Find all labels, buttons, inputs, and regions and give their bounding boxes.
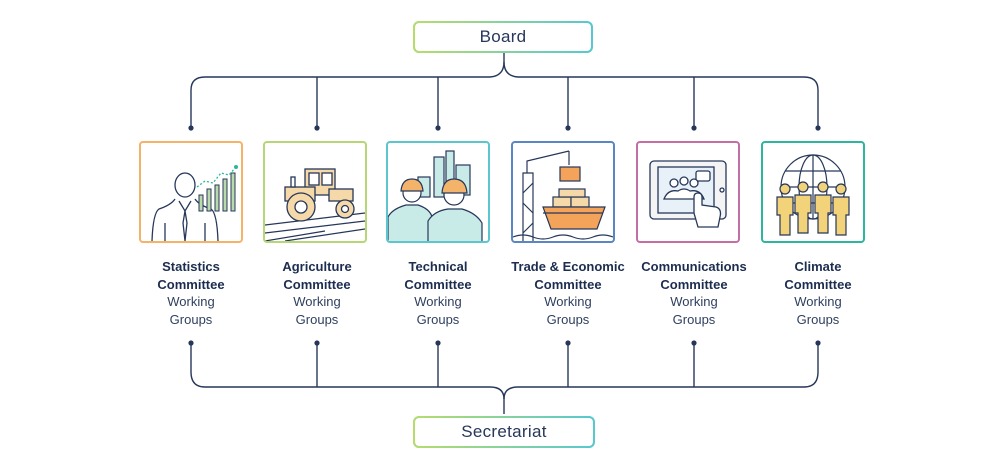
trade-economic-committee-label: Trade & Economic Committee Working Group… [498, 258, 638, 328]
working-groups-line1: Working [498, 293, 638, 311]
statistics-icon [141, 143, 241, 241]
climate-card [761, 141, 865, 243]
working-groups-line2: Groups [753, 311, 883, 329]
committee-name-line2: Committee [252, 276, 382, 294]
working-groups-line1: Working [624, 293, 764, 311]
agriculture-card [263, 141, 367, 243]
tablet-meeting-icon [638, 143, 738, 241]
statistics-committee-label: Statistics Committee Working Groups [126, 258, 256, 328]
globe-people-icon [763, 143, 863, 241]
board-label: Board [480, 27, 527, 47]
climate-committee-label: Climate Committee Working Groups [753, 258, 883, 328]
committee-name-line2: Committee [624, 276, 764, 294]
statistics-card [139, 141, 243, 243]
cargo-ship-icon [513, 143, 613, 241]
working-groups-line1: Working [753, 293, 883, 311]
committee-name-line1: Communications [624, 258, 764, 276]
secretariat-label: Secretariat [461, 422, 547, 442]
working-groups-line2: Groups [498, 311, 638, 329]
committee-name-line1: Climate [753, 258, 883, 276]
working-groups-line1: Working [126, 293, 256, 311]
committee-name-line1: Trade & Economic [498, 258, 638, 276]
committee-name-line1: Agriculture [252, 258, 382, 276]
working-groups-line2: Groups [373, 311, 503, 329]
technical-committee-label: Technical Committee Working Groups [373, 258, 503, 328]
working-groups-line2: Groups [252, 311, 382, 329]
communications-card [636, 141, 740, 243]
committee-name-line2: Committee [753, 276, 883, 294]
working-groups-line2: Groups [126, 311, 256, 329]
working-groups-line1: Working [252, 293, 382, 311]
committee-name-line1: Statistics [126, 258, 256, 276]
working-groups-line1: Working [373, 293, 503, 311]
communications-committee-label: Communications Committee Working Groups [624, 258, 764, 328]
committee-name-line2: Committee [373, 276, 503, 294]
engineers-icon [388, 143, 488, 241]
working-groups-line2: Groups [624, 311, 764, 329]
tractor-icon [265, 143, 365, 241]
trade-card [511, 141, 615, 243]
technical-card [386, 141, 490, 243]
committee-name-line2: Committee [126, 276, 256, 294]
board-box: Board [413, 21, 593, 53]
secretariat-box: Secretariat [413, 416, 595, 448]
committee-name-line1: Technical [373, 258, 503, 276]
agriculture-committee-label: Agriculture Committee Working Groups [252, 258, 382, 328]
committee-name-line2: Committee [498, 276, 638, 294]
